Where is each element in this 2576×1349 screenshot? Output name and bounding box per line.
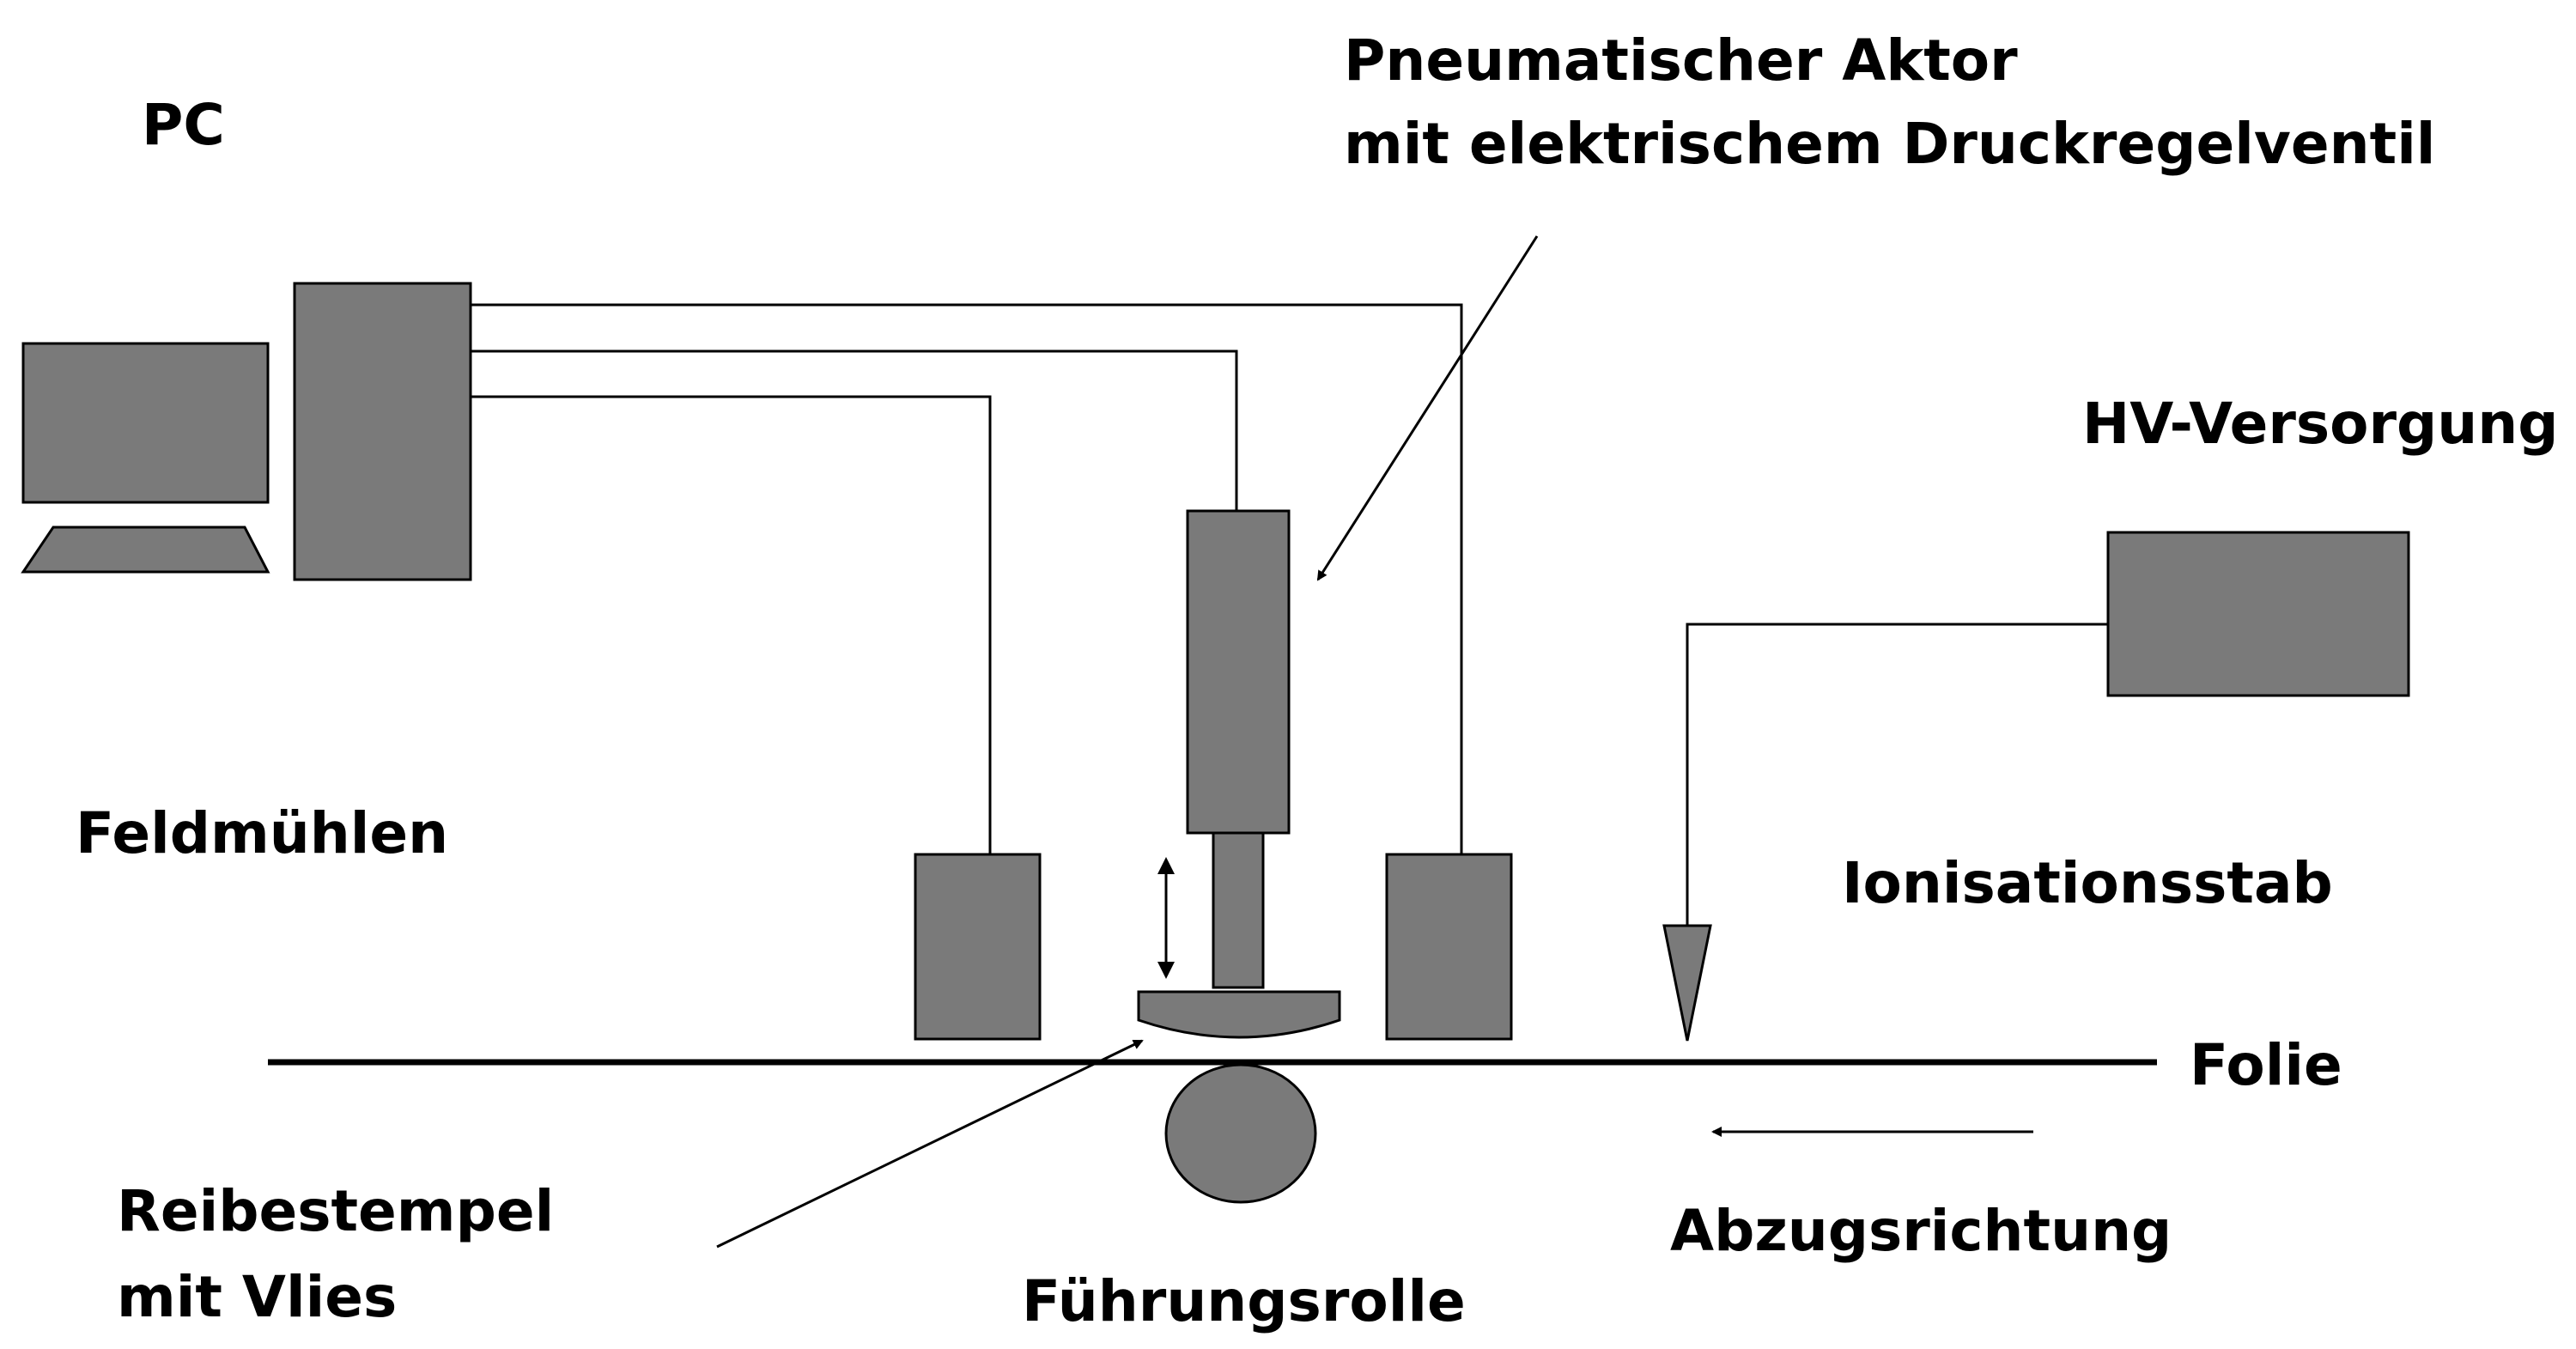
actuator-pointer-arrow — [1316, 235, 1539, 581]
pc-keyboard — [21, 526, 270, 574]
hv-cable — [1686, 623, 2108, 926]
wire-to-left-field-mill — [471, 395, 992, 854]
interface-box — [293, 282, 472, 581]
rub-stamp — [1137, 990, 1341, 1039]
pneumatic-actuator-cylinder — [1186, 509, 1291, 835]
label-guide-roller: Führungsrolle — [1022, 1268, 1466, 1334]
label-field-mills: Feldmühlen — [76, 800, 449, 866]
hv-supply-box — [2106, 531, 2410, 697]
label-hv-supply: HV-Versorgung — [2082, 391, 2559, 457]
label-pc: PC — [142, 92, 225, 158]
wire-to-right-field-mill — [471, 303, 1463, 854]
label-ionisation-bar: Ionisationsstab — [1842, 850, 2333, 916]
label-rub-stamp-line1: Reibestempel — [117, 1178, 555, 1244]
wire-to-actuator — [471, 349, 1238, 511]
guide-roller — [1164, 1063, 1317, 1204]
label-rub-stamp-line2: mit Vlies — [117, 1264, 398, 1330]
label-film: Folie — [2190, 1032, 2342, 1098]
rub-stamp-pointer-arrow — [716, 1039, 1144, 1249]
label-actuator-line2: mit elektrischem Druckregelventil — [1344, 111, 2436, 177]
field-mill-left — [914, 853, 1042, 1041]
actuator-piston-rod — [1212, 831, 1265, 989]
label-actuator-line1: Pneumatischer Aktor — [1344, 27, 2018, 94]
field-mill-right — [1385, 853, 1513, 1041]
stamp-motion-arrow-bottom — [1157, 962, 1175, 979]
pc-monitor — [21, 342, 270, 504]
label-pull-direction: Abzugsrichtung — [1670, 1198, 2172, 1264]
ionisation-bar-tip — [1662, 924, 1712, 1042]
stamp-motion-arrow-top — [1157, 857, 1175, 874]
